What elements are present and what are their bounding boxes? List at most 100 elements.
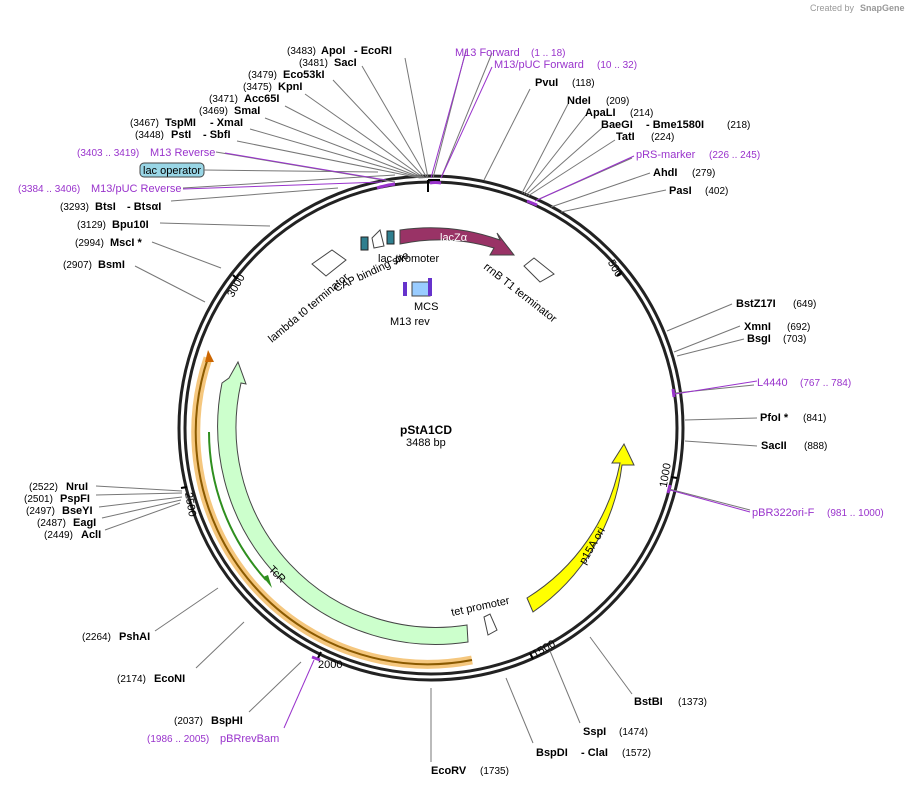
site-label-apali[interactable]: ApaLI	[585, 107, 616, 119]
site-label-btsi[interactable]: BtsI	[95, 201, 116, 213]
tick-mark-2500	[180, 486, 188, 489]
site-label-xmni[interactable]: XmnI	[744, 321, 771, 333]
primer-position: (3403 .. 3419)	[77, 148, 139, 159]
feature-tcr[interactable]	[217, 360, 469, 645]
tick-mark-3000	[232, 274, 238, 280]
feature-label-mcs: MCS	[414, 301, 438, 313]
site-label-kpni[interactable]: KpnI	[278, 81, 302, 93]
lac-operator-leader	[203, 169, 379, 173]
site-label-saci[interactable]: SacI	[334, 57, 357, 69]
primer-mark-prs-marker	[526, 199, 538, 207]
site-label-eco53ki[interactable]: Eco53kI	[283, 69, 325, 81]
site-position: (3467)	[130, 118, 159, 129]
site-position: (2501)	[24, 494, 53, 505]
feature-line-tcr-cds	[194, 357, 473, 666]
feature-label-lacz-alpha: lacZα	[440, 232, 468, 244]
site-label-bsgi[interactable]: BsgI	[747, 333, 771, 345]
backbone-outer-strand	[177, 174, 685, 682]
site-position: (2449)	[44, 530, 73, 541]
site-label-pfoi[interactable]: PfoI *	[760, 412, 789, 424]
site-label-ahdi[interactable]: AhdI	[653, 167, 677, 179]
feature-p15a-ori[interactable]	[526, 442, 635, 613]
feature-lac-operator-site[interactable]	[386, 230, 395, 245]
site-label-bstz17i[interactable]: BstZ17I	[736, 298, 776, 310]
primer-label-pbr322ori-f[interactable]: pBR322ori-F	[752, 507, 815, 519]
site-label-acc65i[interactable]: Acc65I	[244, 93, 279, 105]
site-label-acli[interactable]: AclI	[81, 529, 101, 541]
site-label-econi[interactable]: EcoNI	[154, 673, 185, 685]
site-label-ecori[interactable]: - EcoRI	[354, 45, 392, 57]
primer-position: (981 .. 1000)	[827, 508, 884, 519]
feature-label-tet-promoter: tet promoter	[450, 595, 511, 619]
site-label-sspi[interactable]: SspI	[583, 726, 606, 738]
site-position: (2264)	[82, 632, 111, 643]
site-label-psti[interactable]: PstI	[171, 129, 191, 141]
site-label-tati[interactable]: TatI	[616, 131, 635, 143]
feature-lac-promoter[interactable]	[371, 229, 385, 249]
origin-marker-icon	[427, 179, 440, 192]
site-label-bsphi[interactable]: BspHI	[211, 715, 243, 727]
site-labels-top-right: M13 Forward (1 .. 18) M13/pUC Forward (1…	[455, 47, 760, 197]
site-label-bseyi[interactable]: BseYI	[62, 505, 93, 517]
feature-line-tcr-orf	[208, 431, 267, 581]
site-position: (214)	[630, 108, 653, 119]
feature-tet-promoter[interactable]	[483, 613, 498, 636]
primer-label-l4440[interactable]: L4440	[757, 377, 788, 389]
site-position: (2487)	[37, 518, 66, 529]
primer-position: (767 .. 784)	[800, 378, 851, 389]
primer-label-m13puc-reverse[interactable]: M13/pUC Reverse	[91, 183, 181, 195]
site-label-msci[interactable]: MscI *	[110, 237, 143, 249]
site-position: (2174)	[117, 674, 146, 685]
site-label-clai[interactable]: - ClaI	[581, 747, 608, 759]
created-by-text: Created by	[810, 3, 855, 13]
site-label-smai[interactable]: SmaI	[234, 105, 260, 117]
primer-label-m13puc-forward[interactable]: M13/pUC Forward	[494, 59, 584, 71]
feature-lambda-t0-terminator[interactable]	[311, 249, 347, 277]
tick-label-2000: 2000	[318, 659, 342, 671]
feature-mcs[interactable]	[411, 281, 431, 297]
site-position: (3471)	[209, 94, 238, 105]
site-label-xmai[interactable]: - XmaI	[210, 117, 243, 129]
site-label-bspdi[interactable]: BspDI	[536, 747, 568, 759]
primer-mark-l4440	[671, 388, 676, 398]
site-label-bpu10i[interactable]: Bpu10I	[112, 219, 149, 231]
site-label-bstbi[interactable]: BstBI	[634, 696, 663, 708]
site-position: (649)	[793, 299, 816, 310]
site-label-ndei[interactable]: NdeI	[567, 95, 591, 107]
feature-rrnb-t1-terminator[interactable]	[523, 257, 555, 283]
feature-lacz-alpha[interactable]	[399, 227, 516, 256]
primer-label-m13-forward[interactable]: M13 Forward	[455, 47, 520, 59]
site-position: (218)	[727, 120, 750, 131]
primer-label-prs-marker[interactable]: pRS-marker	[636, 149, 696, 161]
site-label-sbfi[interactable]: - SbfI	[203, 129, 231, 141]
site-label-pasi[interactable]: PasI	[669, 185, 692, 197]
site-label-bsmi[interactable]: BsmI	[98, 259, 125, 271]
primer-position: (1986 .. 2005)	[147, 734, 209, 745]
site-labels-left: (2522) NruI (2501) PspFI (2497) BseYI (2…	[24, 481, 101, 541]
site-position: (2497)	[26, 506, 55, 517]
primer-position: (10 .. 32)	[597, 60, 637, 71]
site-position: (1474)	[619, 727, 648, 738]
site-position: (703)	[783, 334, 806, 345]
site-label-bme1580i[interactable]: - Bme1580I	[646, 119, 704, 131]
site-position: (841)	[803, 413, 826, 424]
tick-label-1500: 1500	[531, 638, 558, 661]
tick-mark-1000	[670, 476, 678, 479]
site-label-eagi[interactable]: EagI	[73, 517, 96, 529]
site-label-nrui[interactable]: NruI	[66, 481, 88, 493]
site-label-apoi[interactable]: ApoI	[321, 45, 345, 57]
site-label-pspfi[interactable]: PspFI	[60, 493, 90, 505]
site-label-ecorv[interactable]: EcoRV	[431, 765, 467, 777]
site-label-baegi[interactable]: BaeGI	[601, 119, 633, 131]
site-label-pshai[interactable]: PshAI	[119, 631, 150, 643]
site-label-pvui[interactable]: PvuI	[535, 77, 558, 89]
primer-label-pbrrevbam[interactable]: pBRrevBam	[220, 733, 279, 745]
site-label-tspmi[interactable]: TspMI	[165, 117, 196, 129]
site-label-btsai[interactable]: - BtsαI	[127, 201, 161, 213]
site-position: (3475)	[243, 82, 272, 93]
primer-mark-pbrrevbam	[311, 655, 321, 662]
site-label-sacii[interactable]: SacII	[761, 440, 787, 452]
feature-cap-binding-site[interactable]	[360, 236, 369, 251]
primer-label-m13-reverse[interactable]: M13 Reverse	[150, 147, 215, 159]
